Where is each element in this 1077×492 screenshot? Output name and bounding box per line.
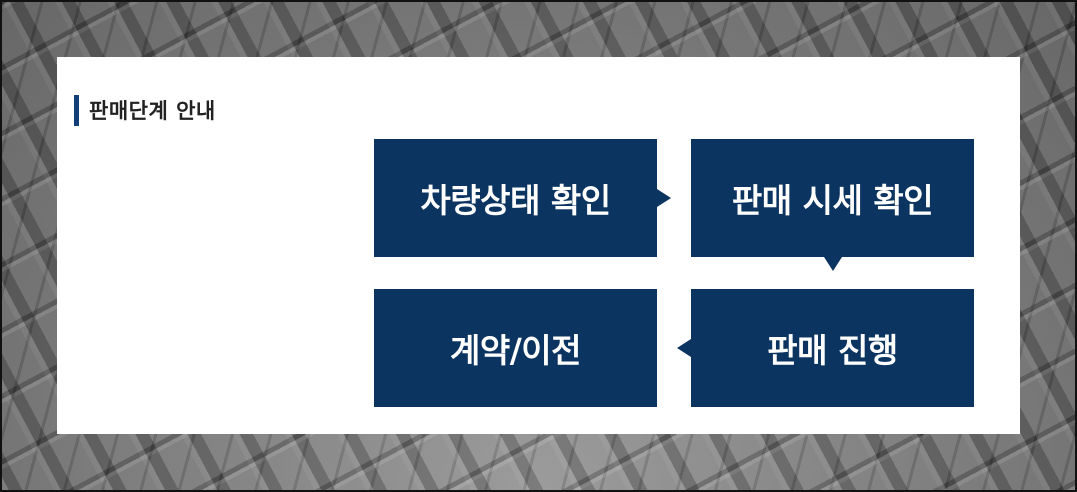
step-market-price-check: 판매 시세 확인 [691,139,974,257]
section-title: 판매단계 안내 [89,99,216,123]
step-sale-progress: 판매 진행 [691,289,974,407]
title-accent-bar [74,94,79,126]
step-vehicle-condition-check: 차량상태 확인 [374,139,657,257]
step-contract-transfer: 계약/이전 [374,289,657,407]
sales-steps-panel: 판매단계 안내 차량상태 확인 판매 시세 확인 판매 진행 계약/이전 [57,57,1020,434]
arrow-down-icon [824,257,842,271]
arrow-right-icon [657,189,671,207]
section-heading: 판매단계 안내 [74,94,216,126]
arrow-left-icon [677,339,691,357]
